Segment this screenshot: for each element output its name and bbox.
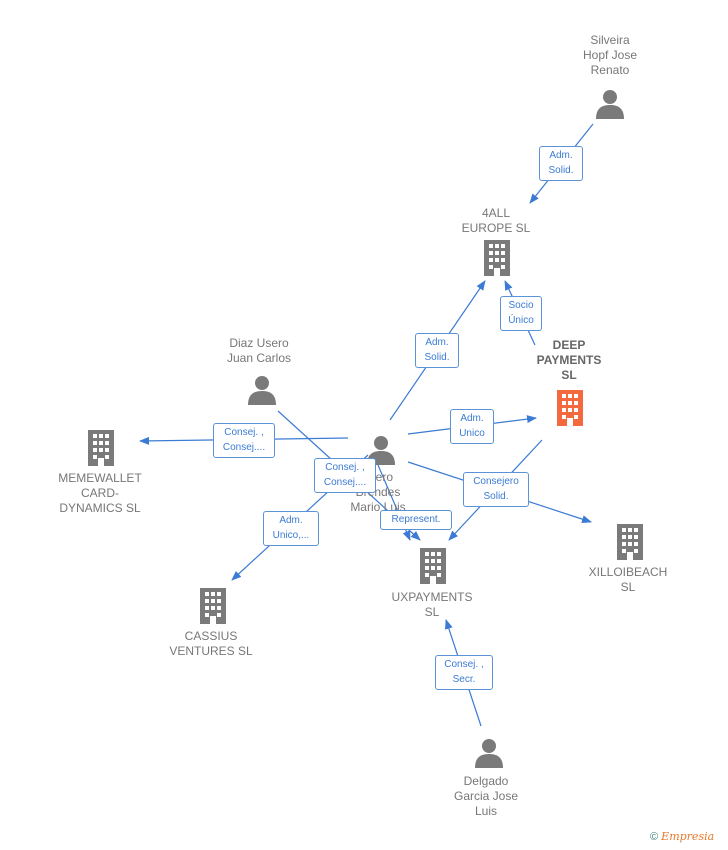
node-uxpayments-label[interactable]: UXPAYMENTS SL [391, 590, 473, 619]
edge-label-otero-4all[interactable]: Adm. Solid. [415, 333, 459, 368]
edge-label-diaz-ux[interactable]: Consej. , Consej.... [314, 458, 376, 493]
building-icon[interactable] [200, 588, 226, 624]
edge-label-delgado-ux[interactable]: Consej. , Secr. [435, 655, 493, 690]
node-deep-label[interactable]: DEEP PAYMENTS SL [536, 338, 602, 382]
node-4all-label[interactable]: 4ALL EUROPE SL [461, 206, 531, 235]
person-icon[interactable] [248, 376, 276, 405]
node-diaz-label[interactable]: Diaz Usero Juan Carlos [226, 336, 292, 365]
building-icon[interactable] [420, 548, 446, 584]
edge-label-otero-cassius[interactable]: Adm. Unico,... [263, 511, 319, 546]
node-silveira-label[interactable]: Silveira Hopf Jose Renato [582, 33, 638, 77]
copyright-icon: © [650, 831, 659, 843]
node-delgado-label[interactable]: Delgado Garcia Jose Luis [453, 774, 519, 818]
edge-label-otero-memewallet[interactable]: Consej. , Consej.... [213, 423, 275, 458]
node-memewallet-label[interactable]: MEMEWALLET CARD- DYNAMICS SL [58, 471, 142, 515]
building-icon[interactable] [88, 430, 114, 466]
node-xilloibeach-label[interactable]: XILLOIBEACH SL [588, 565, 668, 594]
building-icon[interactable] [617, 524, 643, 560]
building-icon[interactable] [557, 390, 583, 426]
edge-label-otero-deep[interactable]: Adm. Unico [450, 409, 494, 444]
edge-label-silveira-4all[interactable]: Adm. Solid. [539, 146, 583, 181]
edge-label-deep-4all[interactable]: Socio Único [500, 296, 542, 331]
edge-label-otero-ux[interactable]: Represent. [380, 510, 452, 530]
edge-label-otero-xilloibeach[interactable]: Consejero Solid. [463, 472, 529, 507]
node-cassius-label[interactable]: CASSIUS VENTURES SL [169, 629, 253, 658]
person-icon[interactable] [475, 739, 503, 768]
person-icon[interactable] [596, 90, 624, 119]
building-icon[interactable] [484, 240, 510, 276]
footer-credit: © Empresia [650, 830, 714, 843]
brand-logo[interactable]: Empresia [661, 830, 715, 843]
